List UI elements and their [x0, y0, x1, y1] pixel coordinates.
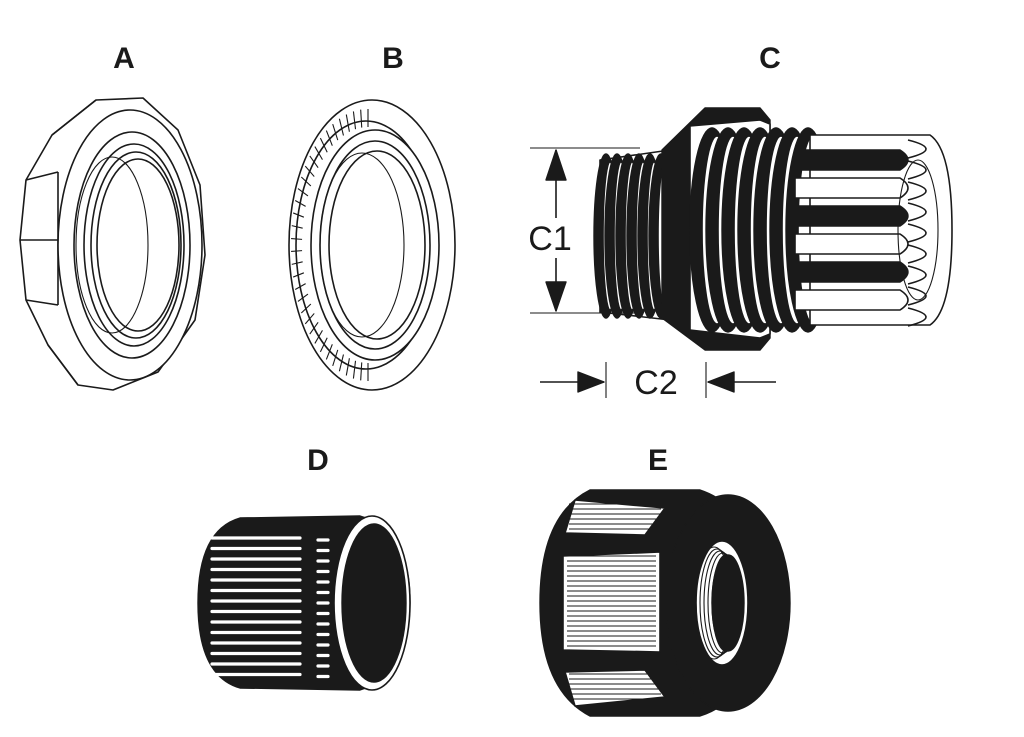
- serration-tick: [291, 225, 303, 229]
- c1-label: C1: [528, 220, 571, 258]
- finger-tip: [907, 202, 927, 222]
- c1-arrow-top: [545, 149, 567, 181]
- washer-serrations: [291, 109, 369, 381]
- serration-tick: [304, 165, 315, 177]
- serration-tick: [314, 330, 323, 344]
- clamp-finger: [794, 289, 909, 311]
- dimension-c2: C2: [540, 362, 776, 402]
- finger-tip: [907, 244, 927, 264]
- c1-arrow-bottom: [545, 281, 567, 312]
- clamp-finger: [794, 177, 909, 199]
- serration-tick: [297, 188, 309, 197]
- serration-tick: [360, 109, 363, 128]
- serration-tick: [294, 200, 306, 207]
- serration-tick: [352, 360, 357, 379]
- part-b-washer: [288, 99, 456, 391]
- part-label-c: C: [759, 42, 781, 75]
- bore: [96, 158, 180, 332]
- serration-tick: [292, 212, 305, 218]
- cap-hex-flats: [562, 499, 666, 707]
- serration-tick: [360, 362, 363, 381]
- serration-tick: [352, 111, 357, 130]
- washer-bore: [328, 150, 426, 340]
- clamp-finger: [794, 149, 909, 171]
- entry-thread-rings: [593, 153, 674, 319]
- serration-tick: [325, 130, 333, 146]
- clamp-finger: [794, 261, 909, 283]
- clamp-finger: [794, 233, 909, 255]
- serration-tick: [294, 283, 306, 290]
- serration-tick: [314, 146, 323, 160]
- serration-tick: [291, 237, 303, 240]
- serration-tick: [345, 358, 350, 376]
- serration-tick: [300, 176, 312, 187]
- knurl-ribs: [210, 536, 330, 679]
- dimension-c1: C1: [528, 147, 640, 314]
- part-a-hex-locknut: [19, 97, 206, 391]
- finger-tip: [907, 286, 927, 306]
- finger-tip: [907, 265, 927, 285]
- clamp-fingers: [794, 139, 939, 327]
- serration-tick: [338, 118, 345, 136]
- part-label-b: B: [382, 42, 404, 75]
- bore-back: [75, 156, 149, 334]
- serration-tick: [345, 114, 350, 132]
- serration-tick: [332, 123, 339, 141]
- part-e-cap-nut: [539, 489, 791, 717]
- cap-through-hole: [711, 554, 745, 652]
- serration-tick: [300, 303, 312, 314]
- c2-label: C2: [634, 364, 677, 402]
- finger-tip: [907, 139, 927, 159]
- finger-tip: [907, 307, 927, 327]
- finger-tip: [907, 223, 927, 243]
- part-d-knurled-insert: [197, 515, 411, 691]
- serration-tick: [332, 349, 339, 367]
- hex-side-face: [20, 171, 59, 306]
- part-label-e: E: [648, 444, 668, 477]
- serration-tick: [291, 250, 303, 253]
- hex-edge: [47, 99, 97, 386]
- serration-tick: [319, 137, 328, 153]
- part-c-gland-assembly: [593, 107, 953, 351]
- thread-outer: [73, 131, 191, 359]
- flange-face: [57, 109, 203, 381]
- serration-tick: [309, 155, 319, 169]
- finger-tip: [907, 181, 927, 201]
- hex-flat: [562, 551, 661, 653]
- insert-opening: [341, 523, 407, 683]
- part-label-d: D: [307, 444, 329, 477]
- c2-arrow-right: [707, 371, 735, 393]
- serration-tick: [291, 261, 303, 265]
- part-label-a: A: [113, 42, 135, 75]
- serration-tick: [338, 354, 345, 372]
- clamp-finger: [794, 205, 909, 227]
- serration-tick: [319, 337, 328, 353]
- head-opening: [897, 159, 939, 301]
- serration-tick: [309, 321, 319, 335]
- c2-arrow-left: [577, 371, 605, 393]
- serration-tick: [304, 313, 315, 325]
- serration-tick: [325, 344, 333, 360]
- serration-tick: [297, 293, 309, 302]
- serration-tick: [292, 272, 305, 278]
